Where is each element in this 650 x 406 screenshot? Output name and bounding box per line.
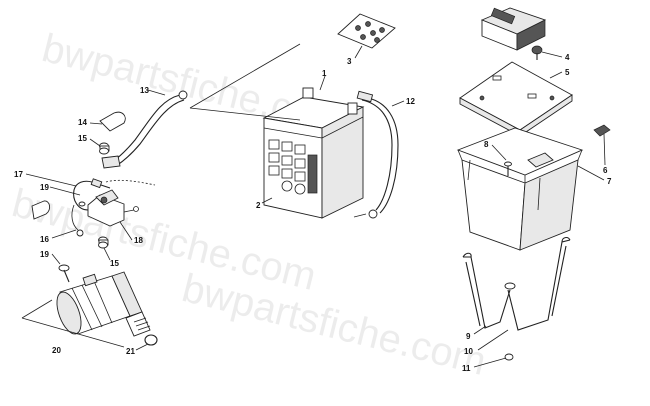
screw <box>58 264 70 283</box>
starter-motor <box>56 271 151 337</box>
callout-15: 15 <box>78 134 87 143</box>
callout-8: 8 <box>484 140 489 149</box>
callout-4: 4 <box>565 53 570 62</box>
o-ring <box>144 334 158 346</box>
starter-solenoid <box>87 189 139 227</box>
washer <box>504 353 514 361</box>
watermark: bwpartsfiche.com <box>178 266 491 384</box>
callout-14: 14 <box>78 118 87 127</box>
electrical-module <box>480 7 547 51</box>
callout-12: 12 <box>406 97 415 106</box>
callout-19: 19 <box>40 250 49 259</box>
callout-20: 20 <box>52 346 61 355</box>
positive-cable <box>353 90 399 219</box>
callout-7: 7 <box>607 177 612 186</box>
battery-warning-labels <box>268 139 318 195</box>
terminal-plate <box>337 13 396 49</box>
callout-21: 21 <box>126 347 135 356</box>
nut <box>99 142 110 155</box>
connection-path <box>105 179 156 186</box>
callout-15: 15 <box>110 259 119 268</box>
leader-line <box>21 299 53 319</box>
callout-5: 5 <box>565 68 570 77</box>
callout-19: 19 <box>40 183 49 192</box>
negative-cable <box>101 90 188 169</box>
fuse <box>531 45 543 60</box>
battery <box>262 87 365 219</box>
callout-9: 9 <box>466 332 471 341</box>
battery-tray <box>459 61 573 137</box>
terminal-boot <box>99 111 126 132</box>
callout-18: 18 <box>134 236 143 245</box>
callout-1: 1 <box>322 69 327 78</box>
cap <box>31 200 51 220</box>
callout-3: 3 <box>347 57 352 66</box>
solenoid-wire <box>71 178 111 237</box>
leader-lines <box>25 43 606 368</box>
hold-down-strap <box>462 237 571 331</box>
leader-line <box>21 317 125 348</box>
battery-box <box>456 127 584 251</box>
callout-13: 13 <box>140 86 149 95</box>
callout-10: 10 <box>464 347 473 356</box>
screw <box>504 161 512 176</box>
callout-16: 16 <box>40 235 49 244</box>
callout-11: 11 <box>462 364 471 373</box>
callout-17: 17 <box>14 170 23 179</box>
nut <box>98 236 109 249</box>
callout-2: 2 <box>256 201 261 210</box>
clip <box>593 124 611 137</box>
callout-6: 6 <box>603 166 608 175</box>
